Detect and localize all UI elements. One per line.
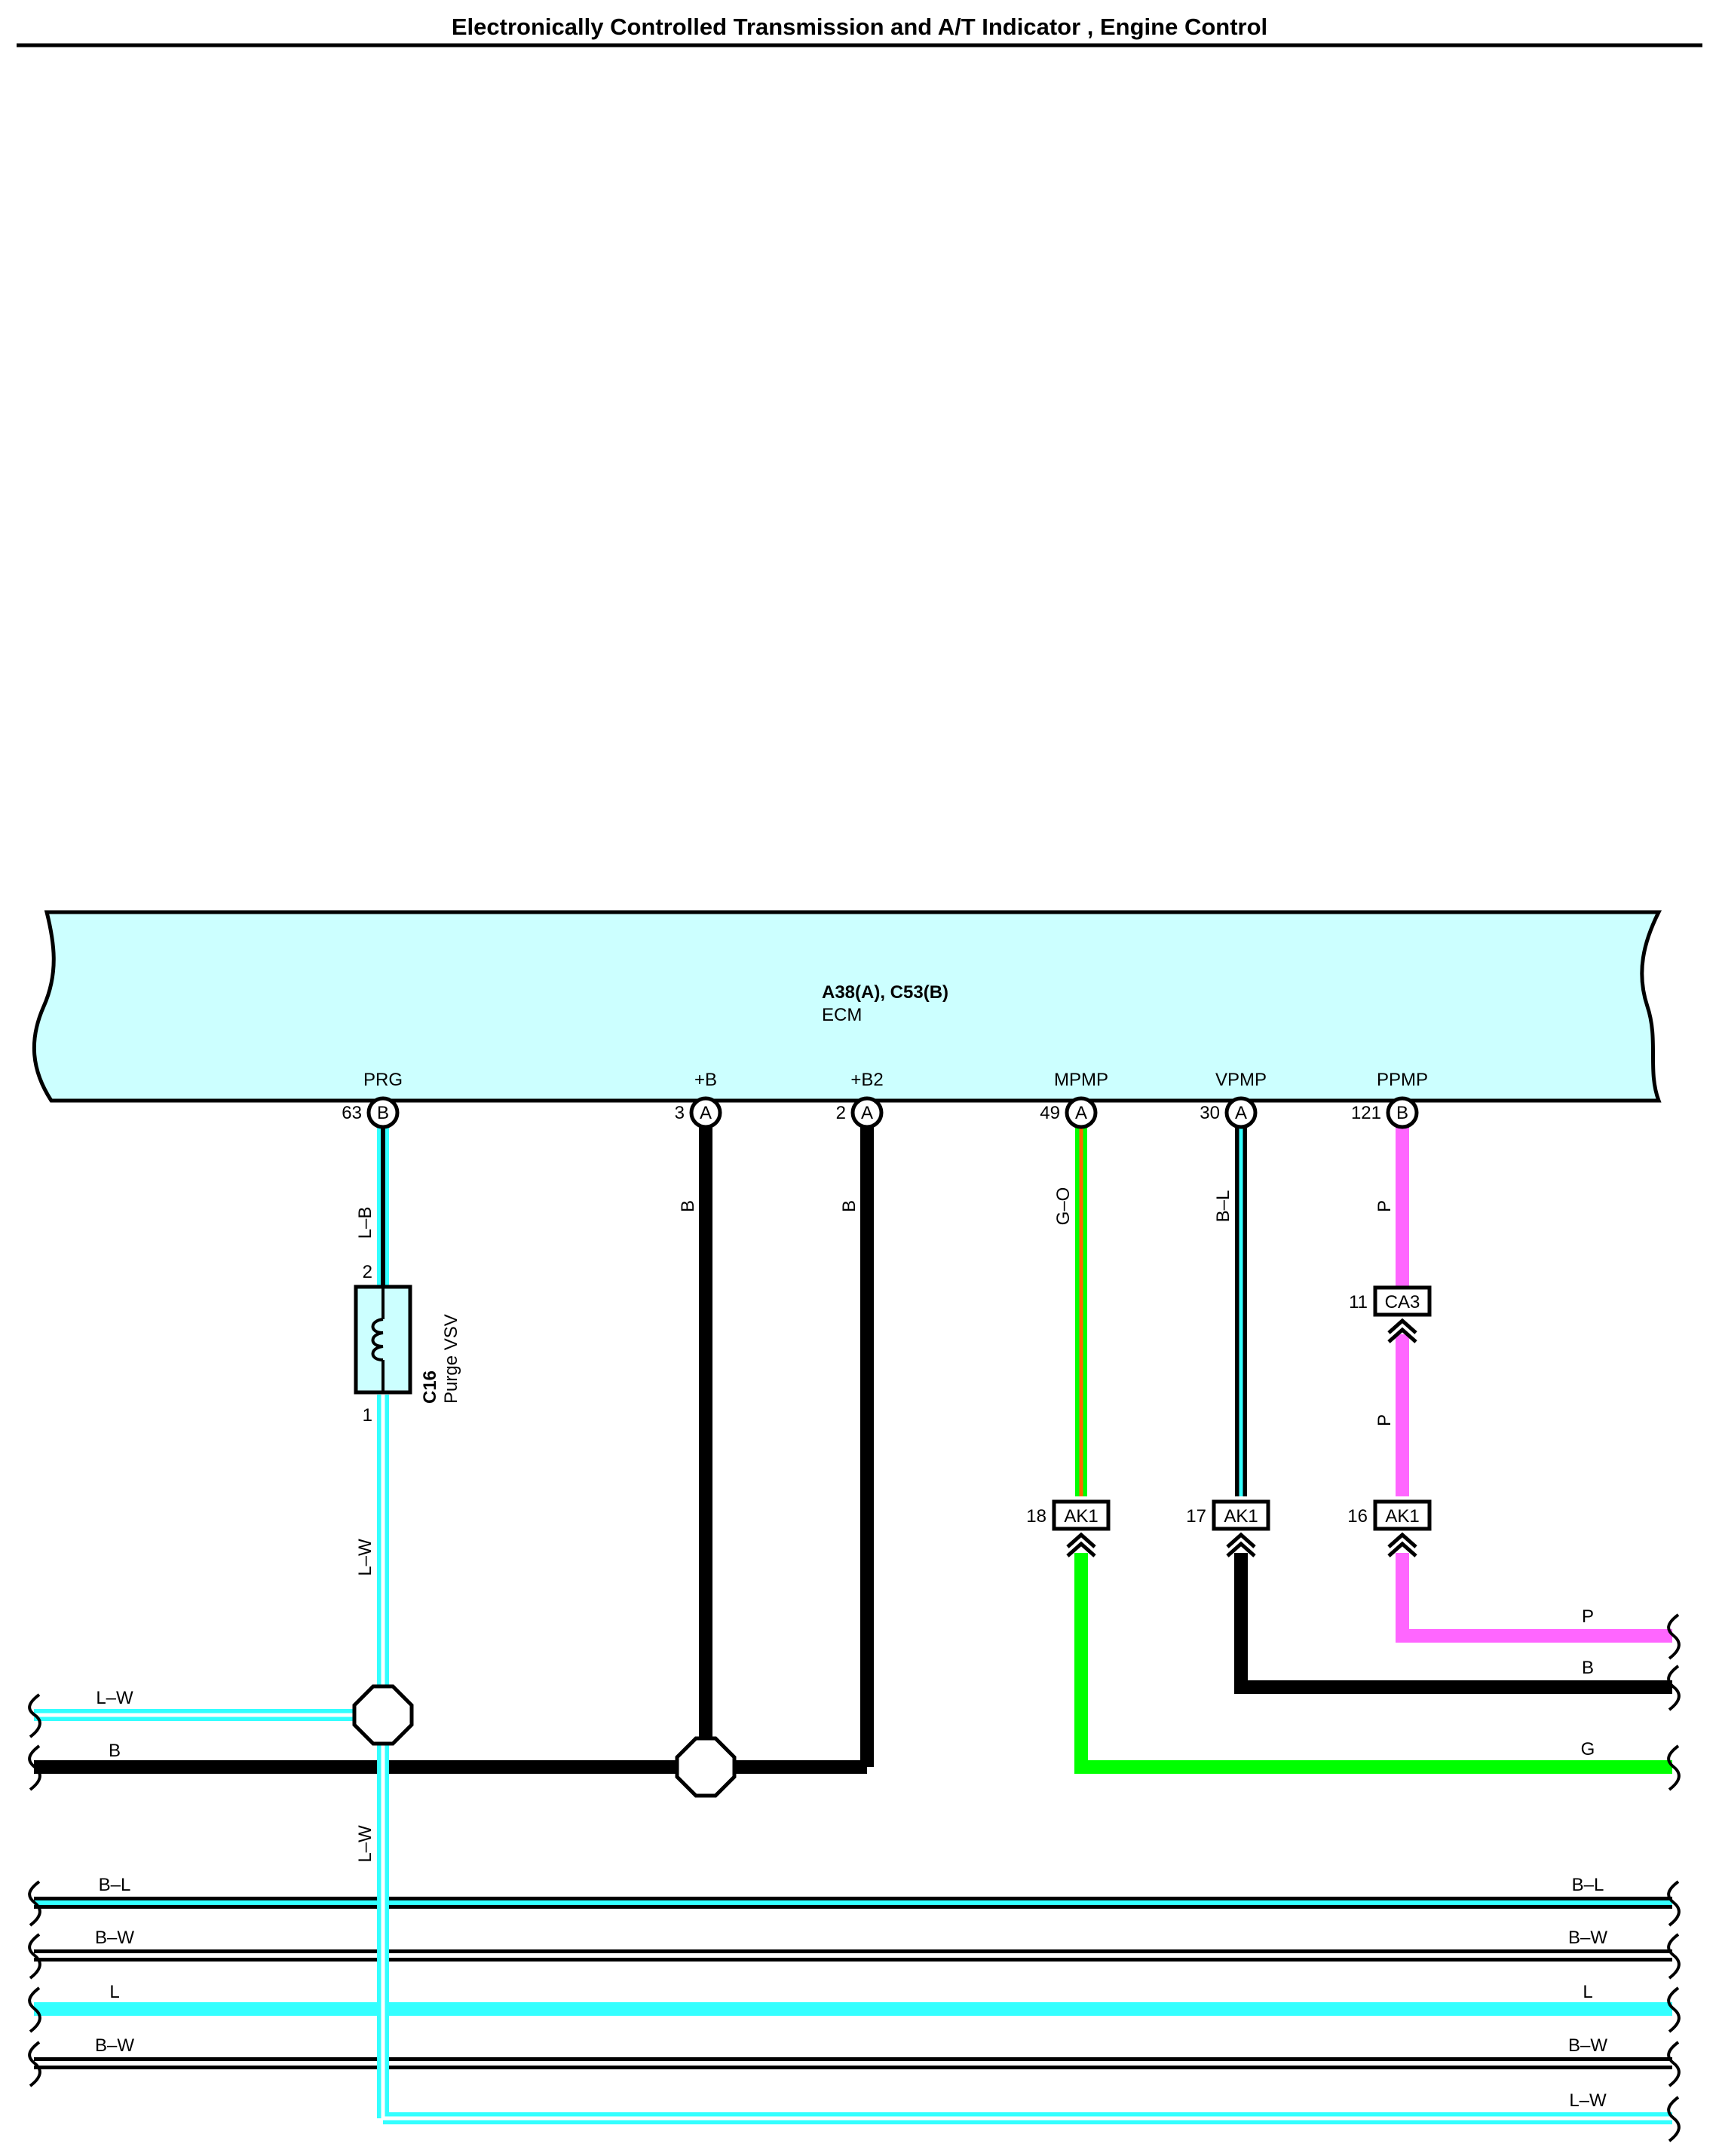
connector-ak1-vpmp-pin: 17: [1186, 1506, 1206, 1527]
terminal-label-b2: +B2: [850, 1070, 883, 1090]
wire-label-prg-upper: L–B: [355, 1207, 375, 1239]
break-marks-left: [28, 1693, 41, 2087]
ecm-connectors: A38(A), C53(B): [822, 982, 948, 1003]
bus-label-left: B–W: [95, 1928, 134, 1948]
connector-ca3-name: CA3: [1385, 1292, 1420, 1312]
junction-b: [675, 1736, 737, 1798]
chevron-up-icon: [1226, 1532, 1256, 1548]
connector-ak1-mpmp-pin: 18: [1026, 1506, 1046, 1527]
page-title: Electronically Controlled Transmission a…: [452, 14, 1267, 40]
connector-ak1-ppmp-name: AK1: [1385, 1506, 1419, 1527]
wire-label-prg-bottom: L–W: [355, 1825, 375, 1863]
wire-label-right-g: G: [1581, 1739, 1595, 1759]
connector-ca3: CA3 11: [1349, 1285, 1432, 1343]
bus-label-right: L–W: [1569, 2090, 1607, 2111]
wire-label-b: B: [678, 1200, 698, 1212]
terminal-label-mpmp: MPMP: [1054, 1070, 1108, 1090]
terminal-prg: B 63: [342, 1096, 400, 1129]
terminal-pin-prg: 63: [342, 1103, 362, 1123]
terminal-conn-vpmp: A: [1235, 1103, 1247, 1123]
bus-label-left: B–W: [95, 2035, 134, 2056]
terminal-pin-mpmp: 49: [1040, 1103, 1060, 1123]
connector-ak1-vpmp-name: AK1: [1224, 1506, 1258, 1527]
chevron-up-icon: [1226, 1541, 1256, 1557]
bus-label-right: L: [1583, 1982, 1592, 2002]
bus-label-left: L: [109, 1982, 119, 2002]
connector-ak1-mpmp-name: AK1: [1064, 1506, 1098, 1527]
wire-label-left-lw: L–W: [96, 1688, 133, 1708]
terminal-label-b: +B: [694, 1070, 717, 1090]
mpmp-wire: [1074, 1112, 1672, 1774]
junction-lw: [352, 1684, 414, 1746]
coil-icon: [371, 1318, 384, 1361]
wire-label-right-b: B: [1582, 1658, 1594, 1678]
chevron-up-icon: [1387, 1532, 1417, 1548]
terminal-pin-ppmp: 121: [1351, 1103, 1381, 1123]
terminal-label-prg: PRG: [363, 1070, 403, 1090]
terminal-b: A 3: [675, 1096, 722, 1129]
wire-label-mpmp: G–O: [1053, 1187, 1074, 1226]
bus-label-right: B–W: [1568, 1928, 1607, 1948]
wire-label-b2: B: [839, 1200, 860, 1212]
terminal-conn-b2: A: [861, 1103, 873, 1123]
connector-ca3-pin: 11: [1349, 1292, 1368, 1312]
bus-label-left: B–L: [99, 1875, 131, 1895]
bus-label-right: B–L: [1572, 1875, 1604, 1895]
right-b-wire: [1234, 1553, 1672, 1694]
chevron-up-icon: [1066, 1532, 1096, 1548]
vsv-pin-bottom: 1: [363, 1405, 372, 1426]
terminal-label-vpmp: VPMP: [1215, 1070, 1267, 1090]
connector-ak1-ppmp-pin: 16: [1347, 1506, 1368, 1527]
wire-label-ppmp-upper: P: [1374, 1200, 1395, 1212]
terminal-b2: A 2: [836, 1096, 884, 1129]
chevron-up-icon: [1066, 1541, 1096, 1557]
wire-label-prg-lower: L–W: [355, 1539, 375, 1576]
purge-vsv: 2 1 C16 Purge VSV: [354, 1262, 461, 1426]
terminal-conn-ppmp: B: [1396, 1103, 1408, 1123]
vsv-pin-top: 2: [363, 1262, 372, 1282]
chevron-up-icon: [1387, 1541, 1417, 1557]
ecm-name: ECM: [822, 1005, 862, 1025]
terminal-pin-vpmp: 30: [1200, 1103, 1220, 1123]
break-marks-right: [1667, 1613, 1681, 2142]
connector-ak1-mpmp: AK1 18: [1026, 1499, 1111, 1557]
wire-label-right-p: P: [1582, 1606, 1594, 1627]
wire-label-vpmp: B–L: [1213, 1190, 1233, 1223]
wire-label-ppmp-lower: P: [1374, 1414, 1395, 1426]
terminal-conn-b: A: [700, 1103, 712, 1123]
right-p-wire: [1396, 1553, 1672, 1643]
wire-label-left-b: B: [109, 1741, 121, 1761]
connector-ak1-ppmp: AK1 16: [1347, 1499, 1432, 1557]
vsv-name: Purge VSV: [441, 1314, 461, 1404]
ppmp-wire: [1396, 1112, 1672, 1643]
ecm-body: [32, 910, 1662, 1103]
bus-label-right: B–W: [1568, 2035, 1607, 2056]
vpmp-wire: [1234, 1112, 1672, 1694]
right-g-wire: [1074, 1553, 1672, 1774]
terminal-pin-b2: 2: [836, 1103, 846, 1123]
prg-wire: [377, 1112, 1672, 2124]
bus-lines: [34, 1897, 1672, 2069]
terminal-conn-mpmp: A: [1075, 1103, 1087, 1123]
terminal-ppmp: B 121: [1351, 1096, 1419, 1129]
vsv-code: C16: [420, 1370, 440, 1404]
terminal-pin-b: 3: [675, 1103, 685, 1123]
terminal-mpmp: A 49: [1040, 1096, 1098, 1129]
terminal-conn-prg: B: [377, 1103, 389, 1123]
terminal-label-ppmp: PPMP: [1377, 1070, 1428, 1090]
chevron-up-icon: [1387, 1327, 1417, 1343]
ecm-block: A38(A), C53(B) ECM: [32, 910, 1662, 1103]
chevron-up-icon: [1387, 1318, 1417, 1334]
terminal-vpmp: A 30: [1200, 1096, 1258, 1129]
connector-ak1-vpmp: AK1 17: [1186, 1499, 1270, 1557]
